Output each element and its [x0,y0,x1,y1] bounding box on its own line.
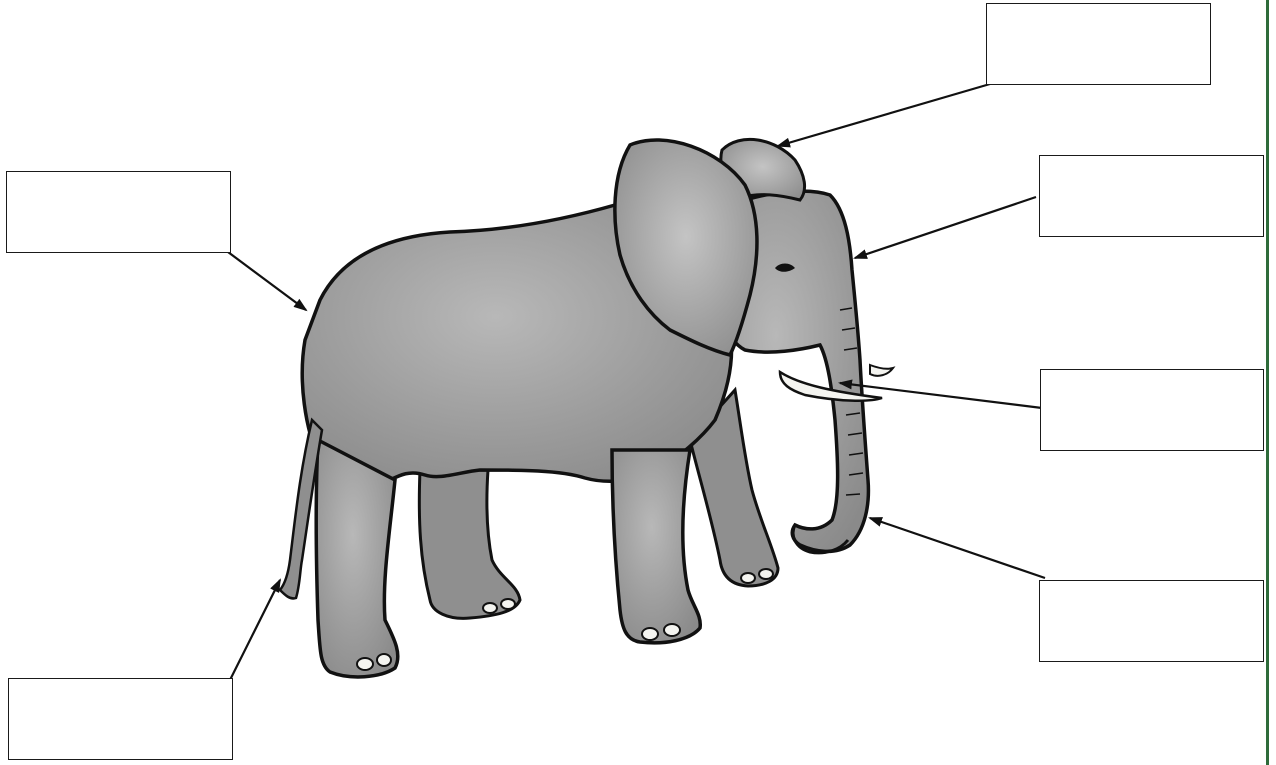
pointer-tail [230,580,280,680]
near-front-leg [612,450,700,643]
label-box-ear[interactable] [986,3,1211,85]
label-box-back[interactable] [6,171,231,253]
label-box-eye[interactable] [1039,155,1264,237]
label-box-trunk[interactable] [1039,580,1264,662]
pointer-ear [778,84,990,146]
label-box-tail[interactable] [8,678,233,760]
near-hind-leg [316,440,398,677]
pointer-eye [855,197,1036,258]
label-box-tusk[interactable] [1040,369,1264,451]
pointer-trunk [870,518,1045,578]
pointer-back [228,252,306,310]
elephant-illustration [280,139,893,677]
tusk-far [870,365,893,376]
toenails [357,569,773,670]
far-hind-leg [419,470,520,618]
